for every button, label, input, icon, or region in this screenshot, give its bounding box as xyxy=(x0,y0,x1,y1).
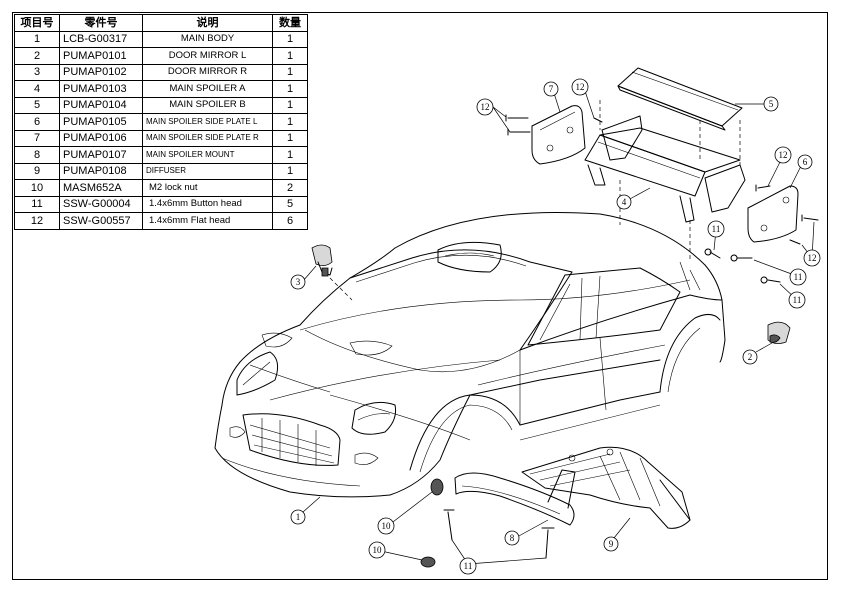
item-no: 12 xyxy=(14,212,60,230)
screws xyxy=(443,114,819,559)
lock-nuts xyxy=(420,478,444,568)
callout-12-center: 12 xyxy=(571,78,589,96)
main-spoiler-b-part xyxy=(617,67,743,160)
svg-text:11: 11 xyxy=(794,272,803,282)
callout-12-right-upper: 12 xyxy=(774,146,792,164)
header-part-no: 零件号 xyxy=(59,14,143,32)
door-mirror-right-part xyxy=(311,244,353,301)
callout-11-bottom: 11 xyxy=(459,557,477,575)
svg-text:10: 10 xyxy=(382,521,392,531)
svg-text:12: 12 xyxy=(481,102,490,112)
callout-4: 4 xyxy=(616,194,632,210)
main-spoiler-side-plate-r-part xyxy=(531,105,586,165)
callout-11-top: 11 xyxy=(707,220,725,238)
part-no: SSW-G00557 xyxy=(59,212,143,230)
main-body-part xyxy=(214,211,726,498)
callout-12-left: 12 xyxy=(476,98,494,116)
svg-text:11: 11 xyxy=(712,224,721,234)
drawing-frame xyxy=(12,12,828,580)
svg-text:5: 5 xyxy=(769,99,774,109)
svg-text:8: 8 xyxy=(510,533,515,543)
main-spoiler-mount-part xyxy=(454,469,576,526)
quantity: 6 xyxy=(272,212,308,230)
quantity: 1 xyxy=(272,63,308,81)
callout-1: 1 xyxy=(290,509,306,525)
spoiler-brackets xyxy=(599,100,746,213)
callout-7: 7 xyxy=(543,81,559,97)
svg-text:6: 6 xyxy=(803,157,808,167)
callout-11-right-upper: 11 xyxy=(789,268,807,286)
callout-6: 6 xyxy=(797,154,813,170)
svg-text:1: 1 xyxy=(296,512,301,522)
svg-text:12: 12 xyxy=(576,82,585,92)
callout-11-right-lower: 11 xyxy=(788,291,806,309)
svg-text:7: 7 xyxy=(549,84,554,94)
svg-text:10: 10 xyxy=(373,545,383,555)
main-spoiler-a-part xyxy=(584,127,741,260)
callout-5: 5 xyxy=(763,96,779,112)
table-header-row: 项目号 零件号 说明 数量 xyxy=(14,14,308,32)
svg-text:2: 2 xyxy=(748,352,753,362)
main-spoiler-side-plate-l-part xyxy=(747,185,799,243)
part-no: PUMAP0108 xyxy=(59,162,143,180)
part-no: MASM652A xyxy=(59,179,143,197)
svg-text:12: 12 xyxy=(779,150,788,160)
callout-10-top: 10 xyxy=(377,517,395,535)
part-no: LCB-G00317 xyxy=(59,30,143,48)
svg-text:9: 9 xyxy=(609,539,614,549)
callout-10-bottom: 10 xyxy=(368,541,386,559)
svg-text:11: 11 xyxy=(793,295,802,305)
svg-text:4: 4 xyxy=(622,197,627,207)
callout-2: 2 xyxy=(742,349,758,365)
callout-12-right-lower: 12 xyxy=(803,249,821,267)
door-mirror-left-part xyxy=(767,321,791,344)
callout-8: 8 xyxy=(504,530,520,546)
svg-text:12: 12 xyxy=(808,253,817,263)
svg-text:3: 3 xyxy=(296,277,301,287)
diffuser-part xyxy=(521,446,691,529)
svg-text:11: 11 xyxy=(464,561,473,571)
callout-3: 3 xyxy=(290,274,306,290)
callout-9: 9 xyxy=(603,536,619,552)
